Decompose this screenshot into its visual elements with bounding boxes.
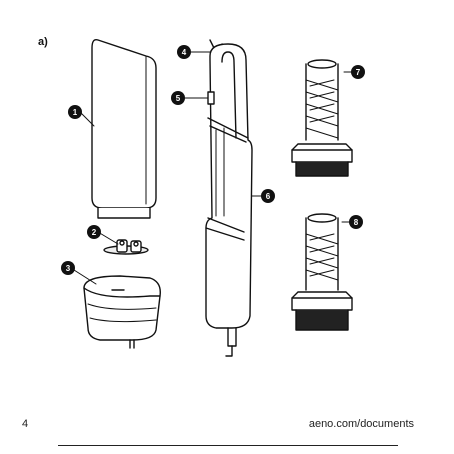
callout-3: 3	[61, 261, 75, 275]
svg-text:7: 7	[356, 68, 361, 77]
callout-5: 5	[171, 91, 185, 105]
footer-divider	[58, 445, 398, 446]
svg-text:4: 4	[182, 48, 187, 57]
part-nozzles	[104, 240, 148, 254]
svg-text:8: 8	[354, 218, 359, 227]
svg-text:6: 6	[266, 192, 271, 201]
part-brush-head-b	[292, 214, 352, 330]
svg-text:5: 5	[176, 94, 181, 103]
part-handle	[206, 40, 252, 356]
callout-4: 4	[177, 45, 191, 59]
page-number: 4	[22, 418, 28, 430]
part-base	[84, 276, 160, 348]
callout-7: 7	[351, 65, 365, 79]
svg-text:2: 2	[92, 228, 97, 237]
svg-text:3: 3	[66, 264, 71, 273]
part-tank	[92, 40, 156, 218]
callout-6: 6	[261, 189, 275, 203]
part-brush-head-a	[292, 60, 352, 176]
callout-2: 2	[87, 225, 101, 239]
documents-link[interactable]: aeno.com/documents	[309, 418, 414, 430]
callout-1: 1	[68, 105, 82, 119]
svg-text:1: 1	[73, 108, 78, 117]
callout-8: 8	[349, 215, 363, 229]
